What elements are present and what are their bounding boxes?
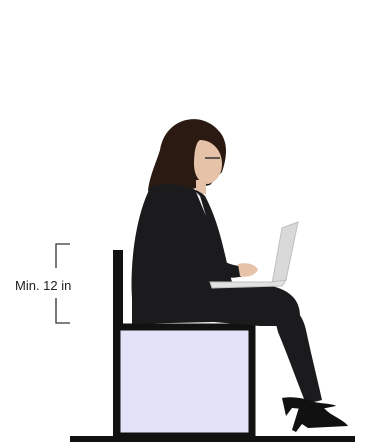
- laptop-screen: [272, 222, 298, 284]
- dimension-label: Min. 12 in: [14, 278, 72, 293]
- hand: [238, 263, 258, 277]
- shoe-front: [292, 403, 348, 432]
- seat-box: [117, 327, 252, 436]
- pants-lower-leg: [270, 300, 322, 404]
